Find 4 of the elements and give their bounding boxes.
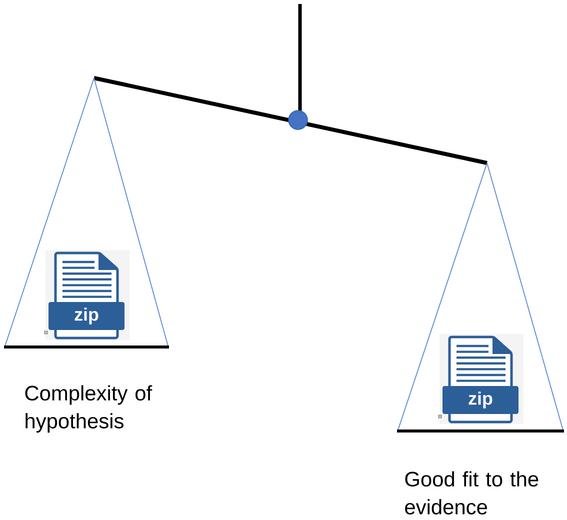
pan-label: Complexity of hypothesis [25, 385, 152, 433]
scale-pan [4, 78, 169, 348]
pan-label: Good fit to the evidence [405, 471, 538, 514]
scale-pan [397, 162, 564, 432]
